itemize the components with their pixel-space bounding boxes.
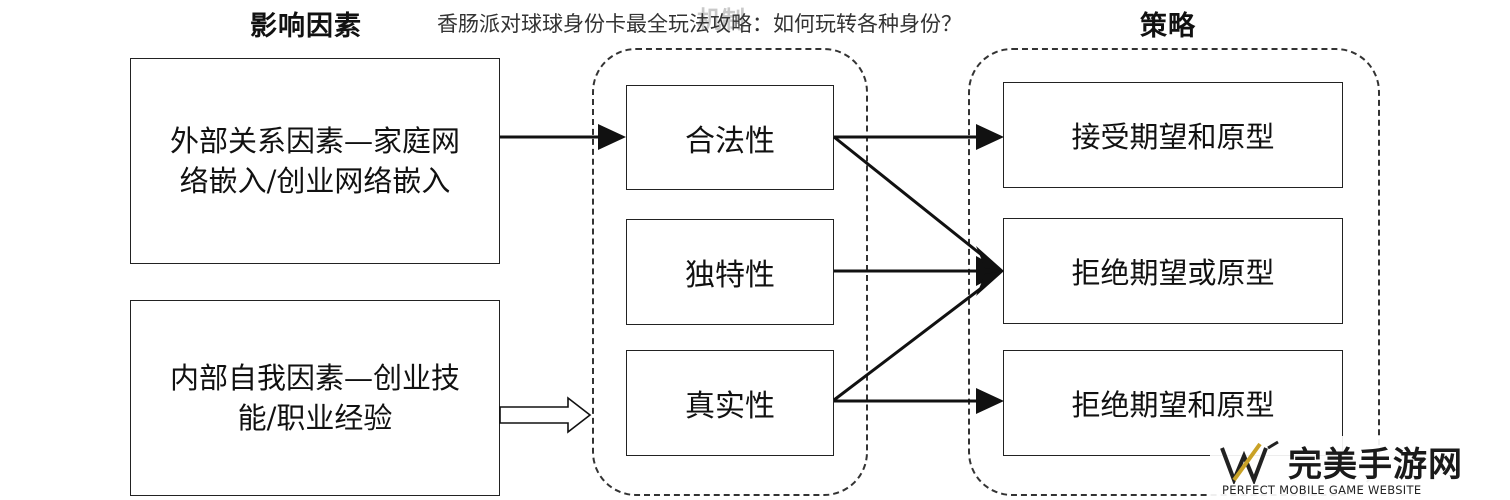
mechanism-label-legitimacy: 合法性 (685, 123, 775, 159)
arrow-authenticity-to-reject-or (833, 271, 1004, 402)
watermark-name: 完美手游网 (1288, 445, 1463, 485)
watermark: 完美手游网 PERFECT MOBILE GAME WEBSITE (1210, 436, 1510, 500)
factor-label-internal: 内部自我因素—创业技能/职业经验 (169, 361, 460, 435)
strategy-label-accept: 接受期望和原型 (1071, 120, 1275, 154)
mechanism-box-authenticity: 真实性 (626, 350, 834, 456)
arrow-legitimacy-to-reject-or (833, 135, 1004, 271)
mechanism-label-authenticity: 真实性 (685, 389, 775, 424)
arrow-legitimacy-to-accept (834, 124, 1004, 150)
factor-box-internal: 内部自我因素—创业技能/职业经验 (130, 300, 500, 496)
header-factors: 影响因素 (250, 11, 362, 42)
arrow-external-to-legitimacy (500, 124, 626, 150)
mechanism-box-legitimacy: 合法性 (626, 85, 834, 190)
strategy-label-reject-or: 拒绝期望或原型 (1071, 256, 1275, 290)
arrow-authenticity-to-reject-and (834, 388, 1004, 414)
hollow-arrow-internal (499, 396, 592, 434)
factor-label-external: 外部关系因素—家庭网络嵌入/创业网络嵌入 (169, 124, 460, 198)
strategy-box-reject-or: 拒绝期望或原型 (1003, 218, 1343, 324)
factor-box-external: 外部关系因素—家庭网络嵌入/创业网络嵌入 (130, 58, 500, 264)
header-strategies: 策略 (1140, 11, 1196, 42)
watermark-subtitle: PERFECT MOBILE GAME WEBSITE (1222, 483, 1422, 497)
ghost-header-mechanism: 机制 (697, 6, 745, 34)
strategy-box-accept: 接受期望和原型 (1003, 82, 1343, 188)
overlay-title: 香肠派对球球身份卡最全玩法攻略：如何玩转各种身份？ (437, 12, 962, 36)
arrow-uniqueness-to-reject-or (834, 256, 1004, 286)
mechanism-box-uniqueness: 独特性 (626, 219, 834, 325)
mechanism-label-uniqueness: 独特性 (685, 258, 775, 293)
strategy-label-reject-and: 拒绝期望和原型 (1071, 388, 1275, 422)
watermark-logo-icon (1220, 440, 1279, 484)
